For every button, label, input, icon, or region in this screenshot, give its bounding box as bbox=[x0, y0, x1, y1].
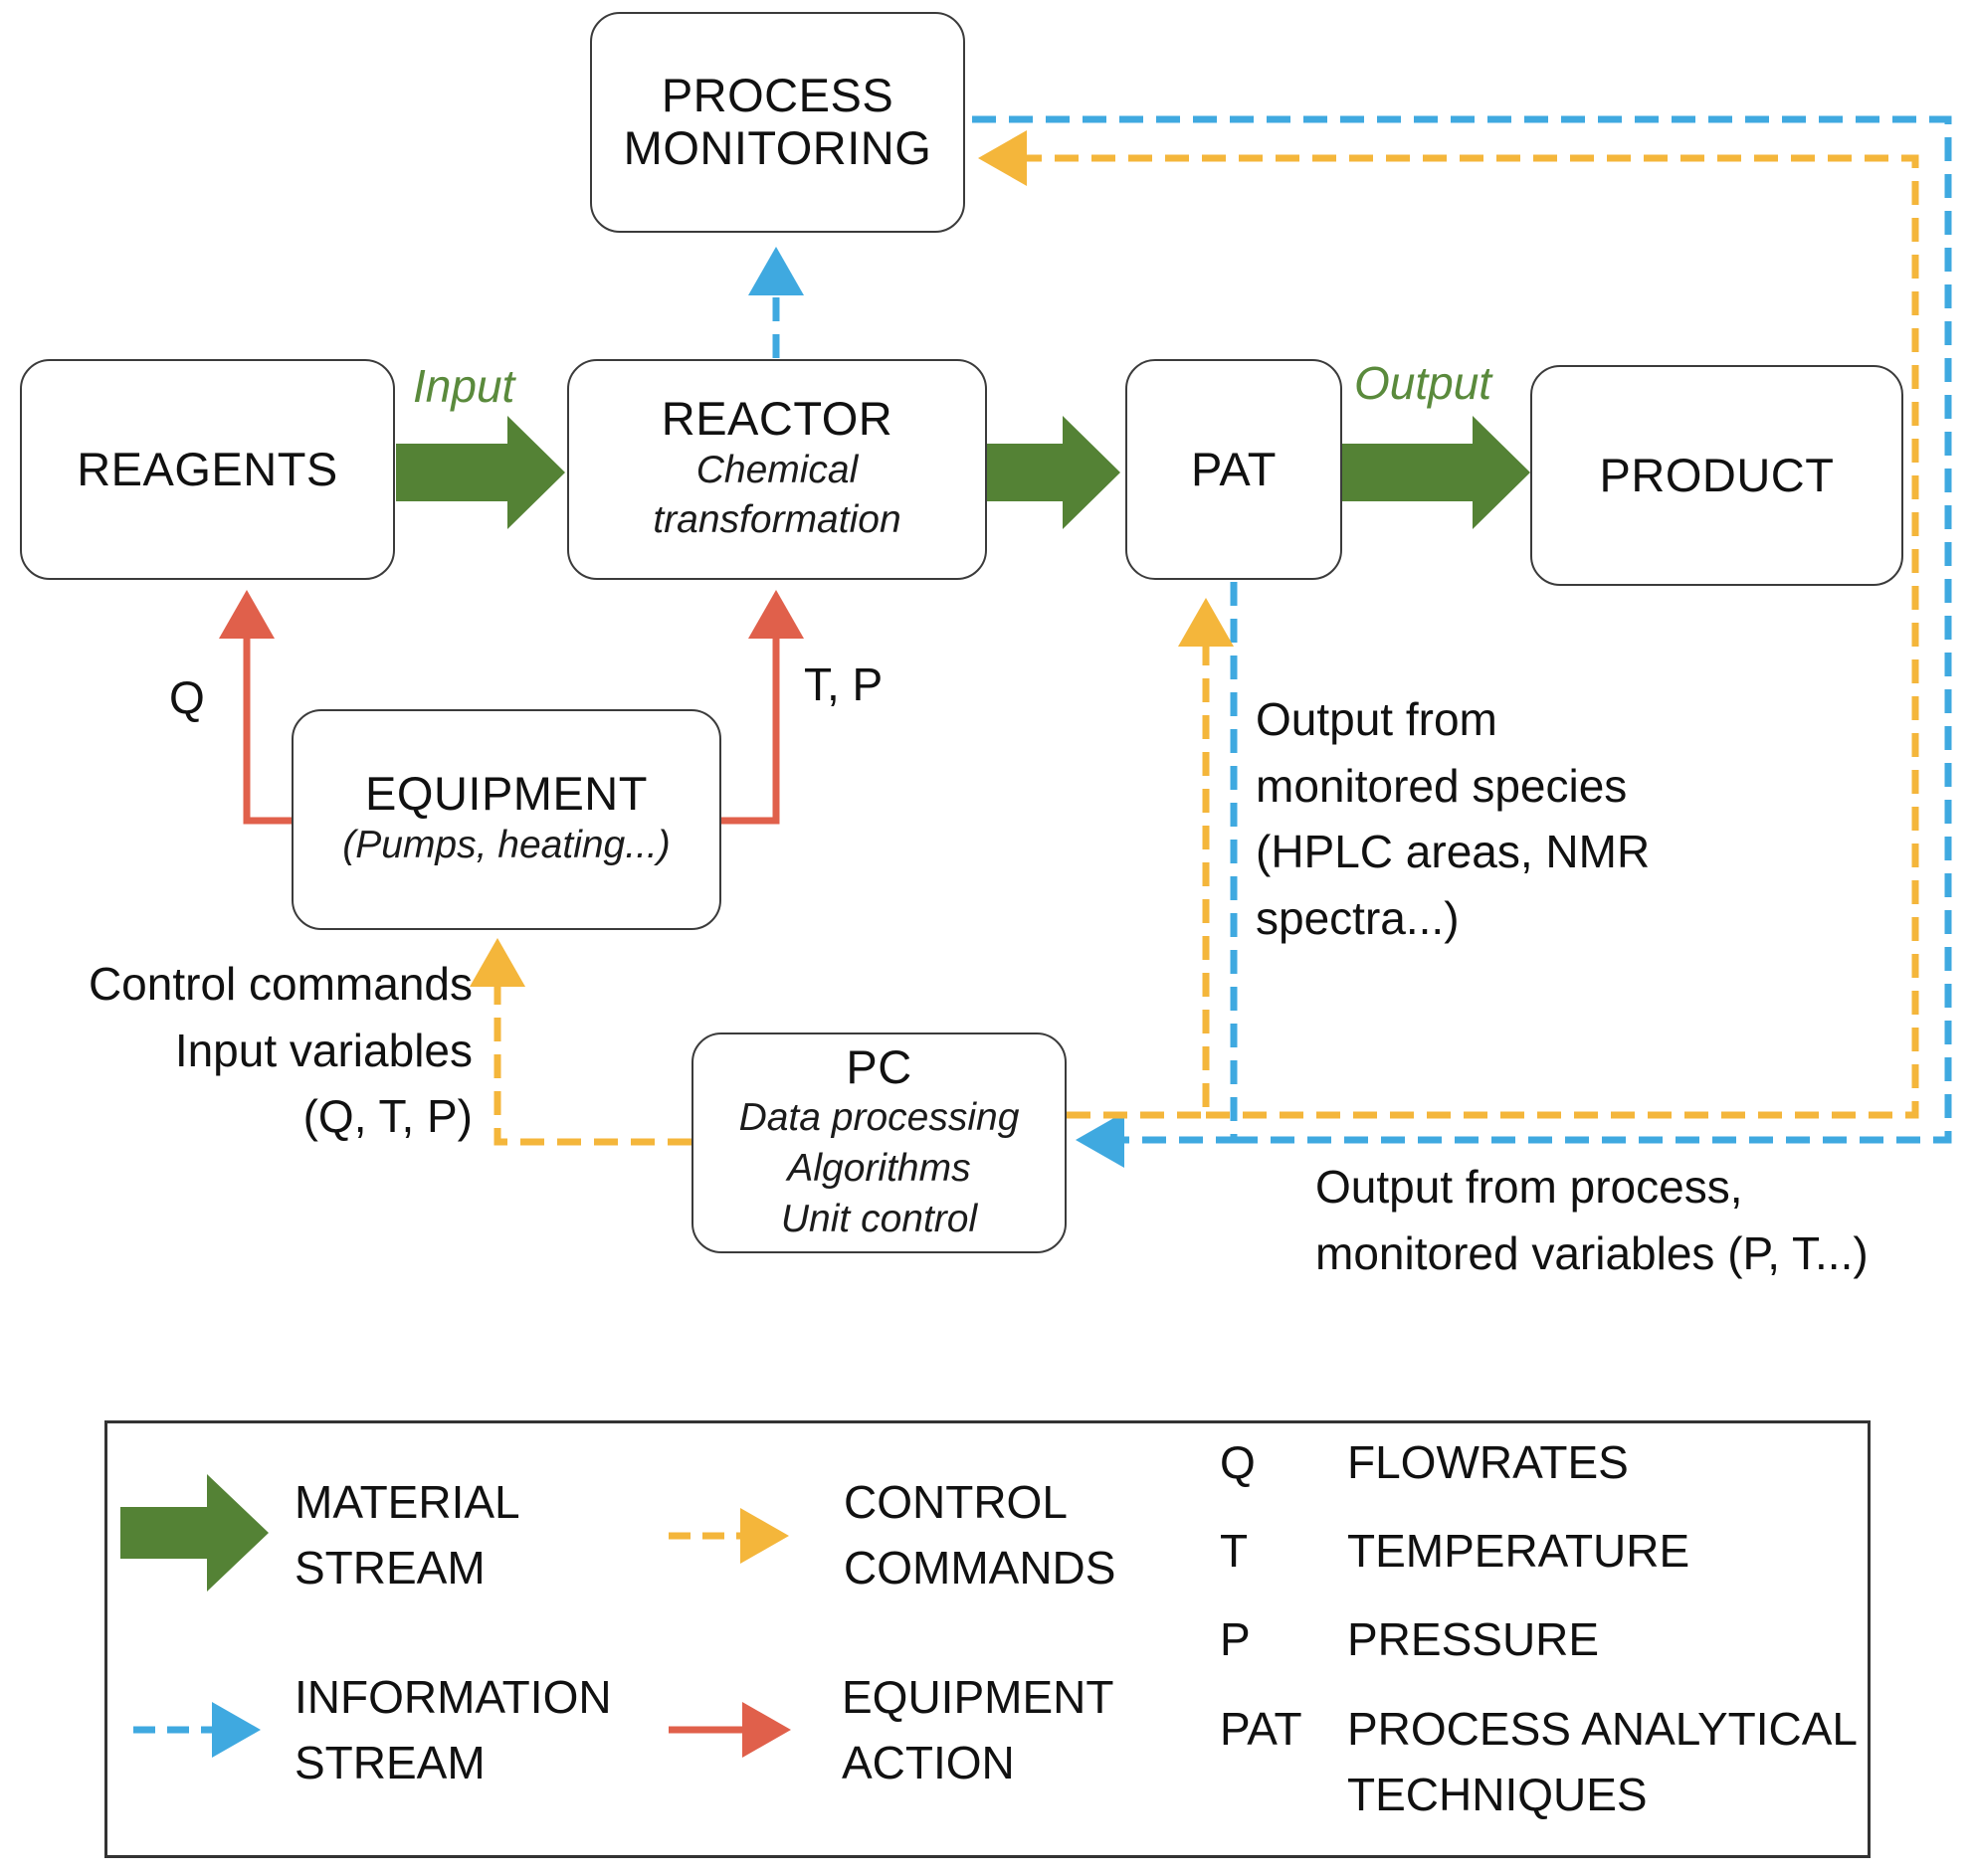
legend-material-line2: STREAM bbox=[295, 1542, 486, 1595]
legend-meaning-pat-line2: TECHNIQUES bbox=[1347, 1769, 1648, 1821]
legend-information-line1: INFORMATION bbox=[295, 1671, 612, 1723]
pat-title: PAT bbox=[1191, 442, 1277, 495]
equipment-subtitle: (Pumps, heating...) bbox=[342, 823, 671, 866]
monitored-species-label: Output from monitored species (HPLC area… bbox=[1256, 686, 1650, 952]
pc-subtitle-line3: Unit control bbox=[780, 1197, 978, 1240]
info-line-pat-pc bbox=[1076, 582, 1238, 1168]
equipment-box: EQUIPMENT (Pumps, heating...) bbox=[292, 709, 721, 930]
product-box: PRODUCT bbox=[1530, 365, 1903, 586]
control-commands-line3: (Q, T, P) bbox=[302, 1090, 473, 1143]
process-output-line2: monitored variables (P, T...) bbox=[1315, 1226, 1869, 1279]
legend-equipment-text: EQUIPMENT ACTION bbox=[842, 1664, 1113, 1795]
legend-control-line2: COMMANDS bbox=[844, 1542, 1116, 1595]
reagents-title: REAGENTS bbox=[77, 442, 338, 495]
pc-box: PC Data processing Algorithms Unit contr… bbox=[691, 1032, 1067, 1253]
pc-title: PC bbox=[846, 1039, 912, 1093]
reactor-subtitle-line2: transformation bbox=[653, 498, 901, 542]
material-arrow-reagents-reactor bbox=[396, 416, 565, 529]
legend-meaning-pat-line1: PROCESS ANALYTICAL bbox=[1347, 1703, 1858, 1755]
pat-box: PAT bbox=[1125, 359, 1342, 580]
q-label: Q bbox=[169, 671, 205, 723]
legend-box bbox=[104, 1420, 1871, 1858]
process-output-label: Output from process, monitored variables… bbox=[1315, 1154, 1869, 1286]
control-commands-line2: Input variables bbox=[174, 1024, 473, 1076]
control-commands-label: Control commands Input variables (Q, T, … bbox=[40, 951, 473, 1150]
pc-subtitle-line1: Data processing bbox=[738, 1096, 1020, 1140]
monitored-species-line3: (HPLC areas, NMR bbox=[1256, 826, 1651, 878]
legend-material-arrow-icon bbox=[120, 1474, 269, 1592]
tp-label: T, P bbox=[804, 658, 884, 710]
monitored-species-line2: monitored species bbox=[1256, 759, 1628, 812]
legend-meaning-t: TEMPERATURE bbox=[1347, 1525, 1690, 1577]
control-commands-line1: Control commands bbox=[88, 958, 473, 1010]
process-monitoring-title-line2: MONITORING bbox=[623, 121, 932, 174]
monitored-species-line4: spectra...) bbox=[1256, 892, 1460, 945]
legend-abbr-p: P bbox=[1220, 1613, 1251, 1665]
legend-meaning-pat: PROCESS ANALYTICAL TECHNIQUES bbox=[1347, 1696, 1858, 1827]
legend-abbr-pat: PAT bbox=[1220, 1703, 1302, 1755]
reactor-subtitle-line1: Chemical bbox=[695, 448, 859, 491]
legend-equipment-line1: EQUIPMENT bbox=[842, 1671, 1114, 1723]
process-monitoring-title-line1: PROCESS bbox=[661, 69, 894, 122]
legend-equipment-line2: ACTION bbox=[842, 1737, 1015, 1789]
pc-subtitle-line2: Algorithms bbox=[787, 1146, 971, 1190]
legend-abbr-t: T bbox=[1220, 1525, 1249, 1577]
legend-abbr-q: Q bbox=[1220, 1436, 1256, 1488]
info-line-pc-monitoring-loop bbox=[965, 115, 1952, 1144]
legend-meaning-p: PRESSURE bbox=[1347, 1613, 1600, 1665]
reactor-box: REACTOR Chemical transformation bbox=[567, 359, 987, 580]
legend-material-line1: MATERIAL bbox=[295, 1476, 520, 1528]
legend-control-line1: CONTROL bbox=[844, 1476, 1068, 1528]
control-line-pc-monitoring bbox=[978, 130, 1919, 1119]
output-label: Output bbox=[1354, 357, 1492, 409]
process-monitoring-box: PROCESS MONITORING bbox=[590, 12, 965, 233]
legend-material-text: MATERIAL STREAM bbox=[295, 1469, 520, 1600]
monitored-species-line1: Output from bbox=[1256, 693, 1497, 745]
reagents-box: REAGENTS bbox=[20, 359, 395, 580]
material-arrow-pat-product bbox=[1342, 416, 1530, 529]
process-output-line1: Output from process, bbox=[1315, 1161, 1743, 1213]
legend-control-text: CONTROL COMMANDS bbox=[844, 1469, 1115, 1600]
reactor-title: REACTOR bbox=[661, 392, 893, 445]
control-line-pc-pat bbox=[1067, 598, 1234, 1119]
control-line-pc-equipment bbox=[470, 938, 691, 1146]
product-title: PRODUCT bbox=[1599, 448, 1835, 501]
equipment-line-reagents bbox=[219, 590, 292, 825]
equipment-line-reactor bbox=[721, 590, 804, 825]
material-arrow-reactor-pat bbox=[987, 416, 1120, 529]
equipment-title: EQUIPMENT bbox=[365, 767, 648, 821]
legend-meaning-q: FLOWRATES bbox=[1347, 1436, 1629, 1488]
legend-information-line2: STREAM bbox=[295, 1737, 486, 1789]
input-label: Input bbox=[413, 360, 515, 412]
legend-information-text: INFORMATION STREAM bbox=[295, 1664, 612, 1795]
